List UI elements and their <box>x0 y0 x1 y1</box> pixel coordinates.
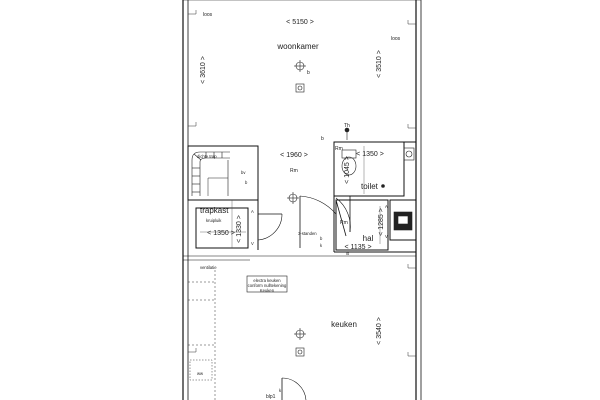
thermostat-icon <box>344 127 350 140</box>
doors <box>257 195 351 400</box>
room-label-trapkast: trapkast <box>200 206 229 215</box>
note-rm-mid: Rm <box>290 168 298 174</box>
note-a-hal: A <box>385 204 388 209</box>
note-a-trap: A <box>251 209 254 214</box>
note-v-hal: V <box>385 234 388 239</box>
note-kast-b: b <box>320 236 323 241</box>
note-loos-top: loos <box>203 12 213 18</box>
interior-walls <box>187 141 417 253</box>
dim-toilet-height: < 1045 > <box>344 156 351 184</box>
dim-trapkast-height: < 1330 > <box>236 215 243 243</box>
light-icon-mid <box>287 192 299 204</box>
note-rm-hal: Rm <box>340 220 348 226</box>
dimension-lines <box>200 146 381 248</box>
room-label-keuken: keuken <box>331 320 357 329</box>
note-b-living: b <box>307 70 310 76</box>
note-mk: MK <box>396 226 402 231</box>
note-k-bottom: k <box>279 388 282 393</box>
note-keuken-label: Keuken <box>260 288 275 293</box>
note-ventilatie: ventilatie <box>200 265 217 270</box>
note-th: Th <box>344 123 350 129</box>
toilet-fixtures <box>341 147 415 188</box>
dimension-labels: < 5150 > < 3610 > < 3510 > < 1960 > < 13… <box>200 19 385 345</box>
note-conform: conform nulltekening <box>248 283 287 288</box>
note-bv: bv <box>241 170 246 175</box>
note-v-trap: V <box>251 241 254 246</box>
dim-top-width: < 5150 > <box>286 19 314 26</box>
note-electra-keuken: electra keuken <box>253 278 281 283</box>
dim-mid-width: < 1960 > <box>280 152 308 159</box>
dim-hal-width: < 1135 > <box>344 244 371 251</box>
annotation-labels: loos loos b b Th Rm Rm Rm dichte trap bv… <box>197 12 402 400</box>
room-label-toilet: toilet <box>361 182 379 191</box>
room-label-woonkamer: woonkamer <box>276 42 319 51</box>
note-kruipluik: kruipluik <box>206 218 222 223</box>
note-kast-k: k <box>320 243 323 248</box>
note-b-stair: b <box>245 180 248 185</box>
meter-box-icon <box>393 211 413 231</box>
note-loos-right: loos <box>391 36 401 42</box>
electra-note-box <box>246 275 288 293</box>
dim-trapkast-width: < 1350 > <box>207 230 235 237</box>
note-3-standen: 3-standen <box>298 231 317 236</box>
dim-right-height: < 3510 > <box>376 50 383 78</box>
dim-left-height: < 3610 > <box>200 56 207 84</box>
note-kast-lo: lo <box>346 251 350 256</box>
outlet-icon-living <box>295 83 305 93</box>
wall-details <box>188 10 416 400</box>
note-ww: ww <box>197 371 204 376</box>
dim-toilet-width: < 1350 > <box>356 151 384 158</box>
dim-hal-height: < 1285 > <box>378 208 385 236</box>
dim-keuken-height: < 3540 > <box>376 317 383 345</box>
note-bip: blp1 <box>266 394 276 400</box>
note-b-mid: b <box>321 136 324 142</box>
light-icon-keuken <box>294 328 306 340</box>
room-label-hal: hal <box>363 234 374 243</box>
staircase <box>191 151 230 196</box>
note-dichte-trap: dichte trap <box>197 154 217 159</box>
room-labels: woonkamer keuken toilet hal trapkast <box>200 42 379 329</box>
light-icon-living <box>294 60 306 72</box>
note-rm-toilet: Rm <box>335 146 343 152</box>
light-symbols <box>246 60 413 357</box>
outlet-icon-keuken <box>295 347 305 357</box>
